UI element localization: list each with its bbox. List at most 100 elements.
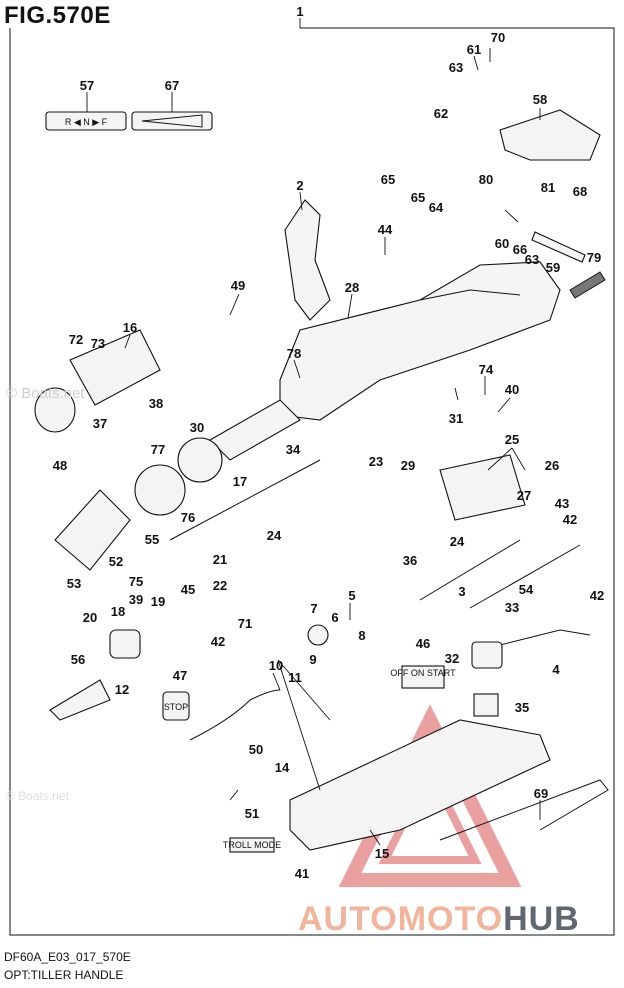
- tag-35: [473, 693, 499, 717]
- callout-7: 7: [310, 601, 317, 616]
- bolt-59: [531, 231, 586, 263]
- callout-49: 49: [231, 278, 245, 293]
- callout-4: 4: [552, 662, 560, 677]
- callout-30: 30: [190, 420, 204, 435]
- throttle-cam: [134, 464, 186, 516]
- callout-71: 71: [238, 616, 252, 631]
- callout-12: 12: [115, 682, 129, 697]
- stop-cap-text: STOP: [164, 702, 188, 712]
- switch-face-plate: OFF ON START: [390, 665, 456, 689]
- callout-42a: 42: [211, 634, 225, 649]
- callout-69: 69: [534, 786, 548, 801]
- callout-26: 26: [545, 458, 559, 473]
- callout-56: 56: [71, 652, 85, 667]
- callout-45: 45: [181, 582, 195, 597]
- callout-24a: 24: [267, 528, 282, 543]
- callouts: 1 2 3 4 5 6 7 8 9 10 11 12 14 15 16 17 1…: [53, 4, 604, 881]
- throttle-shaft: [209, 399, 301, 461]
- bracket: [499, 109, 601, 161]
- callout-63a: 63: [449, 60, 463, 75]
- callout-48: 48: [53, 458, 67, 473]
- clip-56: [49, 679, 111, 721]
- callout-62: 62: [434, 106, 448, 121]
- key-switch: [307, 624, 329, 646]
- shift-indicator-plate: R ◀ N ▶ F: [45, 111, 127, 131]
- callout-2: 2: [296, 178, 303, 193]
- callout-37: 37: [93, 416, 107, 431]
- watermark-brand: AUTOMOTOHUB: [298, 900, 580, 939]
- callout-67: 67: [165, 78, 179, 93]
- callout-27: 27: [517, 488, 531, 503]
- shift-switch: [439, 454, 526, 521]
- callout-39: 39: [129, 592, 143, 607]
- shift-plate-text: R ◀ N ▶ F: [65, 117, 108, 127]
- callout-28: 28: [345, 280, 359, 295]
- callout-40: 40: [505, 382, 519, 397]
- callout-73: 73: [91, 336, 105, 351]
- callout-32: 32: [445, 651, 459, 666]
- callout-3: 3: [458, 584, 465, 599]
- callout-43: 43: [555, 496, 569, 511]
- callout-77: 77: [151, 442, 165, 457]
- callout-79: 79: [587, 250, 601, 265]
- troll-mode-text: TROLL MODE: [223, 840, 281, 850]
- callout-5: 5: [348, 588, 355, 603]
- callout-22: 22: [213, 578, 227, 593]
- callout-9: 9: [309, 652, 316, 667]
- throttle-rod: [169, 459, 321, 541]
- callout-15: 15: [375, 846, 389, 861]
- figure-subtitle: OPT:TILLER HANDLE: [4, 968, 124, 982]
- callout-72: 72: [69, 332, 83, 347]
- callout-54: 54: [519, 582, 534, 597]
- callout-34: 34: [286, 442, 301, 457]
- callout-42b: 42: [563, 512, 577, 527]
- shift-lever: [284, 199, 331, 321]
- lanyard-coil: [189, 689, 281, 741]
- callout-53: 53: [67, 576, 81, 591]
- callout-8: 8: [358, 628, 365, 643]
- figure-title: FIG.570E: [4, 2, 111, 29]
- diagram-frame: [9, 27, 615, 936]
- callout-14: 14: [275, 760, 290, 775]
- callout-58: 58: [533, 92, 547, 107]
- callout-60: 60: [495, 236, 509, 251]
- watermark-site-left: © Boats.net: [6, 385, 85, 402]
- callout-47: 47: [173, 668, 187, 683]
- throttle-cable: [469, 544, 581, 609]
- callout-19: 19: [151, 594, 165, 609]
- callout-55: 55: [145, 532, 159, 547]
- harness-connector: [471, 641, 503, 669]
- switch-face-text: OFF ON START: [390, 668, 456, 678]
- callout-23: 23: [369, 454, 383, 469]
- bolt-79: [569, 271, 606, 299]
- troll-mode-tag: TROLL MODE: [223, 837, 281, 853]
- callout-42c: 42: [590, 588, 604, 603]
- grip-cover: [54, 489, 131, 571]
- callout-63b: 63: [525, 252, 539, 267]
- callout-18: 18: [111, 604, 125, 619]
- watermark-brand-a: AUTOMOTO: [298, 900, 504, 938]
- stop-switch: [109, 629, 141, 659]
- lower-case: [289, 719, 551, 851]
- indicator-plate-67: [131, 111, 213, 131]
- throttle-grip: [69, 329, 161, 406]
- callout-78: 78: [287, 346, 301, 361]
- callout-11: 11: [288, 670, 302, 685]
- callout-57: 57: [80, 78, 94, 93]
- callout-10: 10: [269, 658, 283, 673]
- callout-52: 52: [109, 554, 123, 569]
- callout-44: 44: [378, 222, 393, 237]
- callout-64: 64: [429, 200, 444, 215]
- watermark-site-bottom: © Boats.net: [6, 789, 70, 803]
- figure-code: DF60A_E03_017_570E: [4, 950, 131, 964]
- shift-cable: [419, 539, 521, 601]
- callout-17: 17: [233, 474, 247, 489]
- callout-51: 51: [245, 806, 259, 821]
- callout-16: 16: [123, 320, 137, 335]
- callout-76: 76: [181, 510, 195, 525]
- callout-29: 29: [401, 458, 415, 473]
- callout-31: 31: [449, 411, 463, 426]
- gear-ring: [177, 437, 223, 483]
- grip-end-cap: [34, 387, 76, 433]
